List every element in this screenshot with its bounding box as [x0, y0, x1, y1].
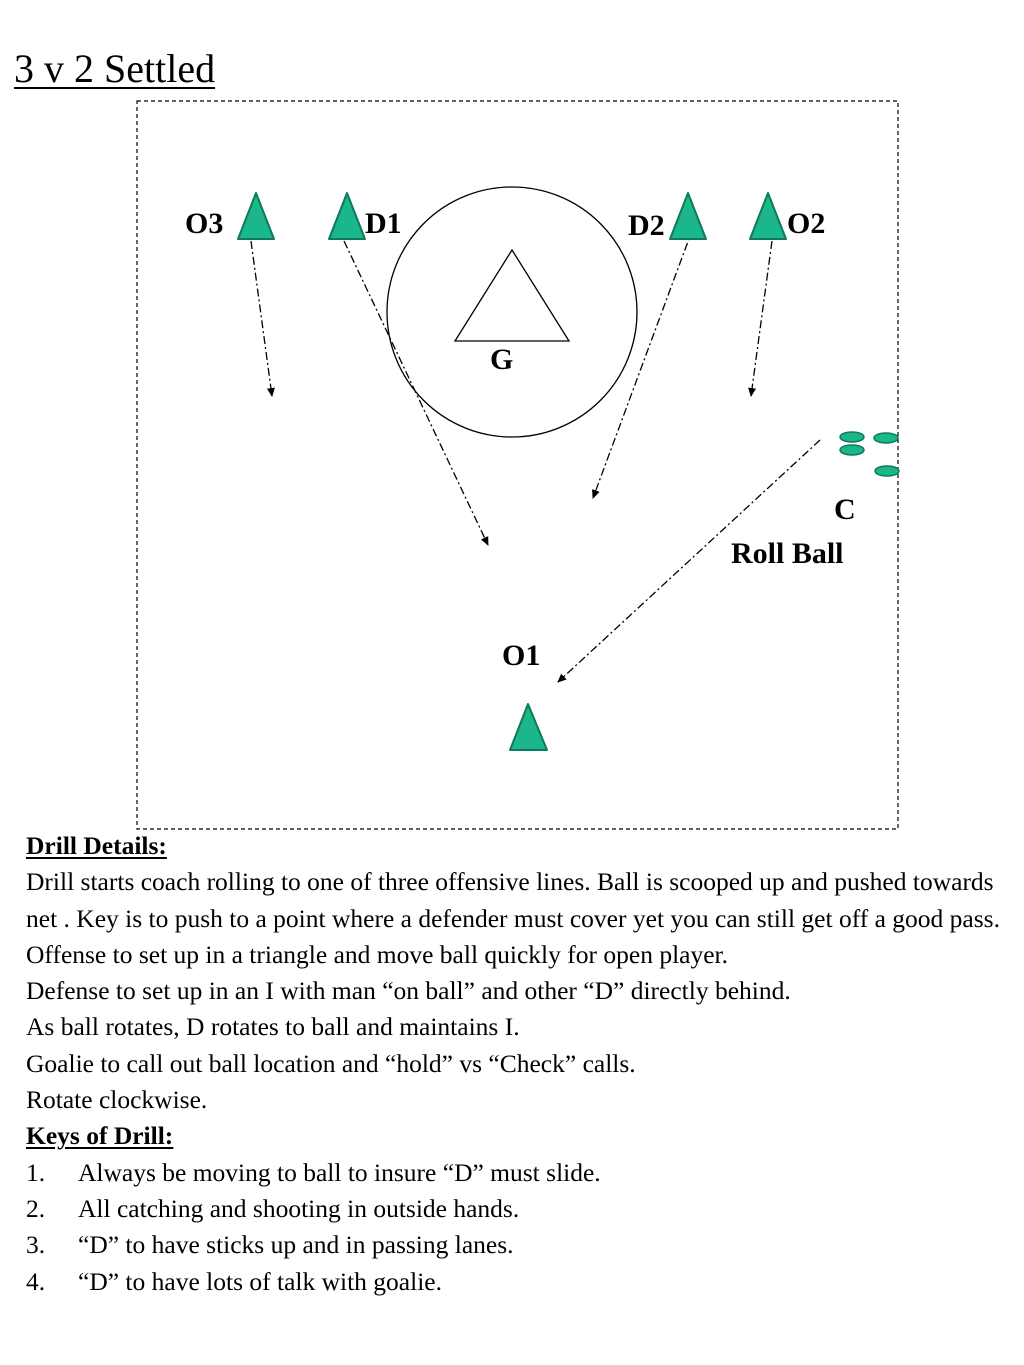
key-number: 1. [26, 1157, 46, 1187]
keys-list: 1. Always be moving to ball to insure “D… [26, 1155, 1001, 1300]
ball-icon [874, 465, 900, 477]
d2-movement-arrow [592, 227, 694, 499]
list-item: 4. “D” to have lots of talk with goalie. [26, 1264, 1001, 1300]
ball-icon [839, 444, 865, 456]
drill-details-line: Goalie to call out ball location and “ho… [26, 1048, 636, 1078]
ball-icon [873, 432, 899, 444]
drill-details: Drill Details: Drill starts coach rollin… [26, 828, 1001, 1300]
drill-details-line: Offense to set up in a triangle and move… [26, 939, 728, 969]
o3-cone-icon [237, 192, 275, 240]
key-number: 4. [26, 1266, 46, 1296]
key-text: All catching and shooting in outside han… [78, 1193, 520, 1223]
o3-movement-arrow [250, 240, 275, 397]
list-item: 2. All catching and shooting in outside … [26, 1191, 1001, 1227]
drill-details-line: Rotate clockwise. [26, 1085, 208, 1115]
d1-label: D1 [365, 207, 402, 240]
o2-label: O2 [787, 207, 825, 240]
d2-label: D2 [628, 209, 665, 242]
keys-heading: Keys of Drill: [26, 1121, 174, 1151]
d2-cone-icon [669, 192, 707, 240]
list-item: 1. Always be moving to ball to insure “D… [26, 1155, 1001, 1191]
goalie-label: G [490, 343, 513, 376]
goalie-icon [453, 248, 571, 342]
o1-label: O1 [502, 639, 540, 672]
o3-label: O3 [185, 207, 223, 240]
o1-cone-icon [509, 703, 548, 751]
key-number: 2. [26, 1193, 46, 1223]
list-item: 3. “D” to have sticks up and in passing … [26, 1227, 1001, 1263]
field-boundary [136, 100, 899, 830]
key-text: Always be moving to ball to insure “D” m… [78, 1157, 601, 1187]
roll-ball-arrow [557, 439, 821, 683]
coach-label: C [834, 493, 856, 526]
drill-diagram: O3 D1 D2 O2 G C Roll Ball O1 [136, 100, 900, 830]
key-number: 3. [26, 1230, 46, 1260]
d1-cone-icon [328, 192, 366, 240]
drill-details-intro: Drill starts coach rolling to one of thr… [26, 867, 1000, 933]
page-title: 3 v 2 Settled [14, 46, 216, 91]
o2-cone-icon [749, 192, 787, 240]
o2-movement-arrow [748, 240, 773, 397]
ball-icon [839, 431, 865, 443]
drill-details-line: Defense to set up in an I with man “on b… [26, 976, 791, 1006]
roll-ball-label: Roll Ball [731, 537, 844, 570]
drill-details-line: As ball rotates, D rotates to ball and m… [26, 1012, 520, 1042]
key-text: “D” to have lots of talk with goalie. [78, 1266, 442, 1296]
drill-details-heading: Drill Details: [26, 831, 167, 860]
key-text: “D” to have sticks up and in passing lan… [78, 1230, 514, 1260]
goal-crease [386, 186, 638, 438]
